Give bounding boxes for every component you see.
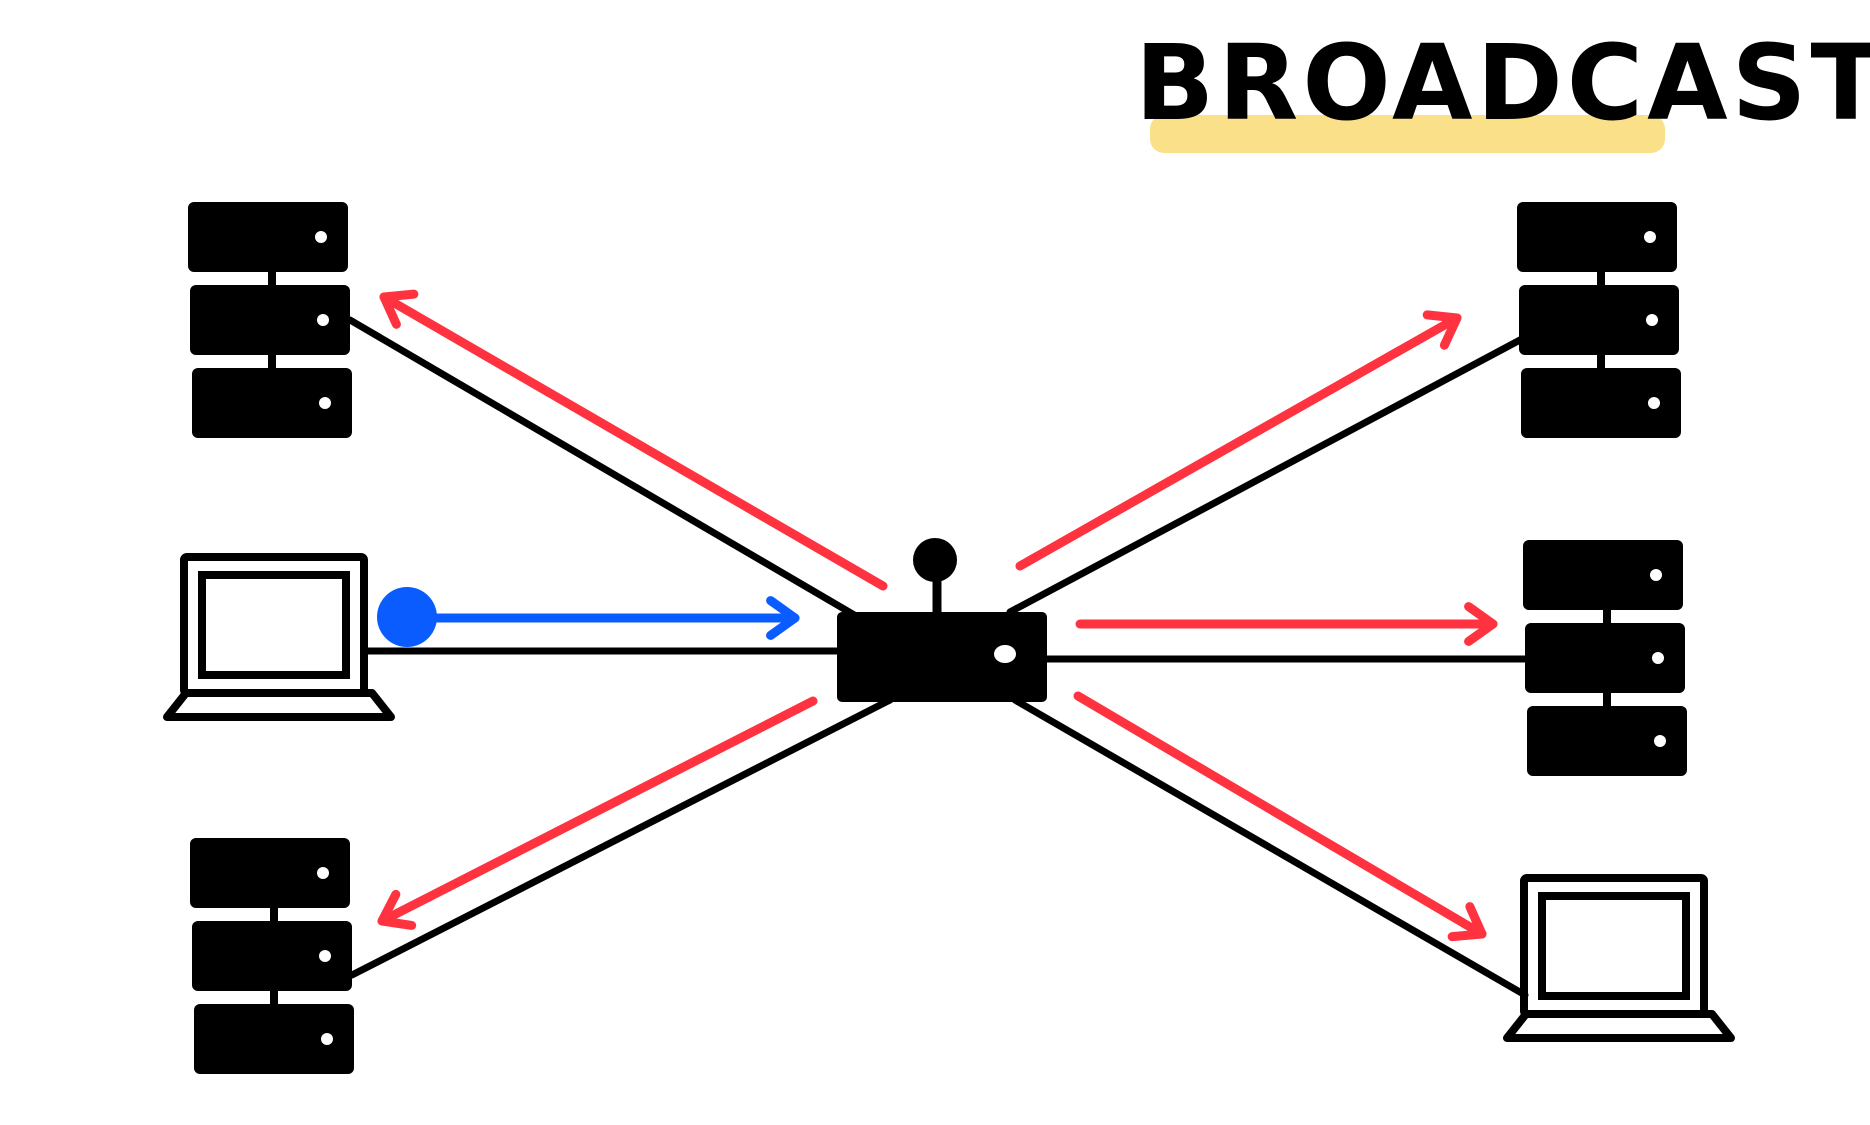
arrow-from-laptop-left (403, 596, 800, 640)
server-top-right (1517, 202, 1681, 438)
arrow-shaft (377, 696, 818, 926)
server-unit (1521, 368, 1681, 438)
server-bottom-left (190, 838, 354, 1074)
arrow-head (1422, 310, 1462, 350)
server-unit (1519, 285, 1679, 355)
server-led (317, 314, 329, 326)
arrow-head (379, 289, 419, 329)
laptop-base (1503, 1010, 1735, 1042)
arrow-to-server-middle-right (1075, 602, 1498, 646)
link-server-top-left (346, 316, 884, 634)
server-led (319, 950, 331, 962)
router-led (994, 645, 1016, 663)
router-body (837, 612, 1047, 702)
laptop-base (163, 689, 395, 721)
server-led (317, 867, 329, 879)
arrow-head (377, 889, 417, 930)
arrow-to-server-bottom-left (377, 696, 818, 930)
server-unit (188, 202, 348, 272)
laptop-bottom-right (1503, 874, 1735, 1042)
arrow-to-server-top-right (1015, 310, 1462, 571)
server-unit (194, 1004, 354, 1074)
arrow-to-laptop-bottom-right (1073, 691, 1487, 942)
server-led (1644, 231, 1656, 243)
server-unit (1523, 540, 1683, 610)
server-unit (1517, 202, 1677, 272)
link-laptop-bottom-right (1011, 696, 1529, 999)
arrow-head (1464, 602, 1498, 646)
server-middle-right (1523, 540, 1687, 776)
connection-lines (346, 316, 1529, 999)
server-unit (192, 368, 352, 438)
server-unit (190, 285, 350, 355)
server-led (1648, 397, 1660, 409)
sender-packet-dot (377, 587, 437, 647)
server-led (1650, 569, 1662, 581)
server-unit (1527, 706, 1687, 776)
arrow-to-server-top-left (379, 289, 888, 591)
server-top-left (188, 202, 352, 438)
server-led (1652, 652, 1664, 664)
arrow-head (766, 596, 800, 640)
laptop-left (163, 553, 395, 721)
server-led (1646, 314, 1658, 326)
server-led (1654, 735, 1666, 747)
title-highlight (1150, 115, 1665, 153)
server-led (315, 231, 327, 243)
laptop-screen (1538, 892, 1690, 1000)
arrow-shaft (1015, 313, 1462, 571)
server-led (319, 397, 331, 409)
server-unit (1525, 623, 1685, 693)
server-unit (192, 921, 352, 991)
arrow-shaft (379, 292, 888, 591)
link-server-bottom-left (348, 696, 894, 979)
router-icon (837, 538, 1047, 702)
link-server-top-right (1006, 336, 1524, 616)
server-unit (190, 838, 350, 908)
arrow-head (1447, 902, 1487, 942)
server-led (321, 1033, 333, 1045)
router-antenna-tip (913, 538, 957, 582)
laptop-screen (198, 571, 350, 679)
arrow-shaft (1073, 691, 1487, 939)
